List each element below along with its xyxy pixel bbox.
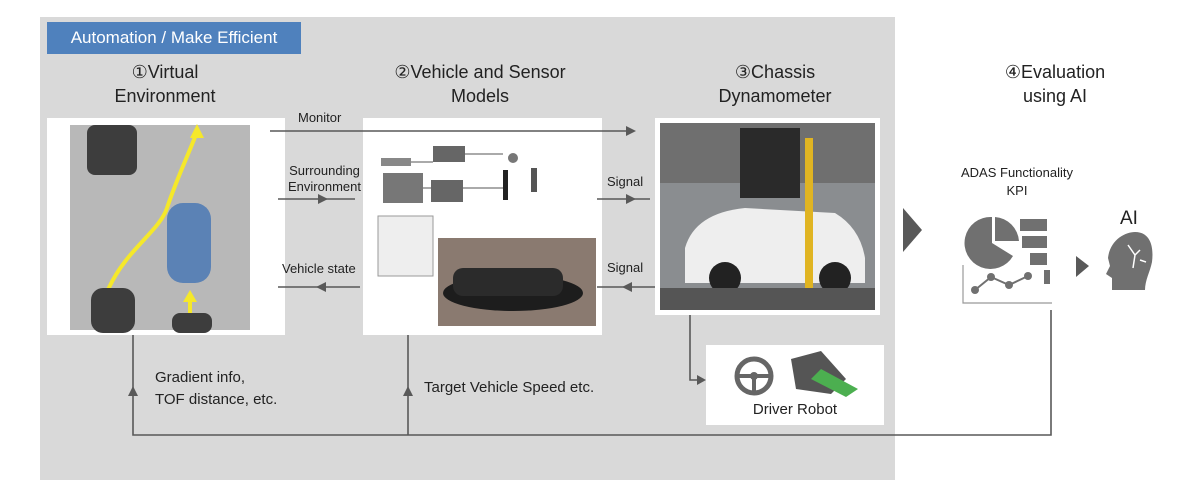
simulink-model-diagram — [377, 146, 596, 326]
label-line: TOF distance, etc. — [155, 391, 278, 408]
signal-top-label: Signal — [607, 174, 644, 189]
heading-line: Models — [450, 86, 510, 106]
dynamometer-photo-illustration — [660, 123, 875, 310]
step-evaluation-ai-heading: ④Evaluation using AI — [925, 60, 1185, 108]
feedback-line — [132, 310, 1052, 436]
monitor-label: Monitor — [298, 110, 342, 125]
driver-robot-box: Driver Robot — [706, 345, 884, 425]
road-scene-illustration — [70, 124, 250, 333]
vehicle-sensor-models-image — [363, 118, 602, 335]
driver-robot-line — [689, 315, 704, 381]
heading-line: ④Evaluation — [1004, 62, 1106, 82]
label-line: Environment — [288, 179, 361, 194]
heading-line: ②Vehicle and Sensor — [394, 62, 566, 82]
heading-line: ①Virtual — [131, 62, 199, 82]
heading-line: Dynamometer — [718, 86, 832, 106]
big-chevron-icon — [903, 208, 922, 252]
kpi-chart-icon — [962, 216, 1052, 304]
ai-label: AI — [1120, 208, 1138, 229]
ai-head-icon — [1106, 232, 1153, 290]
heading-line: using AI — [1022, 86, 1088, 106]
vehicle-state-label: Vehicle state — [282, 261, 356, 276]
label-line: Surrounding — [289, 163, 360, 178]
signal-bottom-label: Signal — [607, 260, 644, 275]
heading-line: ③Chassis — [734, 62, 816, 82]
label-line: ADAS Functionality — [961, 165, 1073, 180]
automation-banner: Automation / Make Efficient — [47, 22, 301, 54]
label-line: KPI — [1006, 183, 1028, 198]
label-line: Gradient info, — [155, 369, 246, 386]
virtual-environment-image — [47, 118, 285, 335]
driver-robot-label: Driver Robot — [752, 401, 838, 418]
steering-wheel-pedal-icon — [734, 351, 858, 397]
small-chevron-icon — [1076, 256, 1089, 277]
gradient-info-label: Gradient info, TOF distance, etc. — [155, 367, 277, 411]
target-vehicle-speed-label: Target Vehicle Speed etc. — [424, 379, 595, 396]
heading-line: Environment — [114, 86, 216, 106]
chassis-dynamometer-photo — [655, 118, 880, 315]
